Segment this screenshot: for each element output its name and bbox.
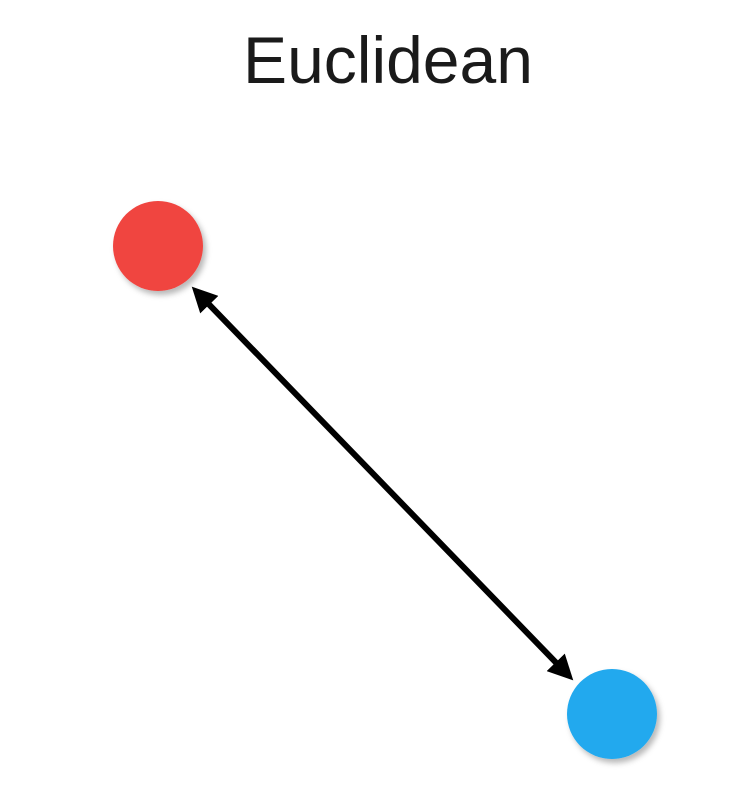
diagram-title: Euclidean <box>243 23 533 97</box>
distance-arrow <box>191 286 574 681</box>
point-a-red <box>113 201 203 291</box>
point-b-blue <box>567 669 657 759</box>
